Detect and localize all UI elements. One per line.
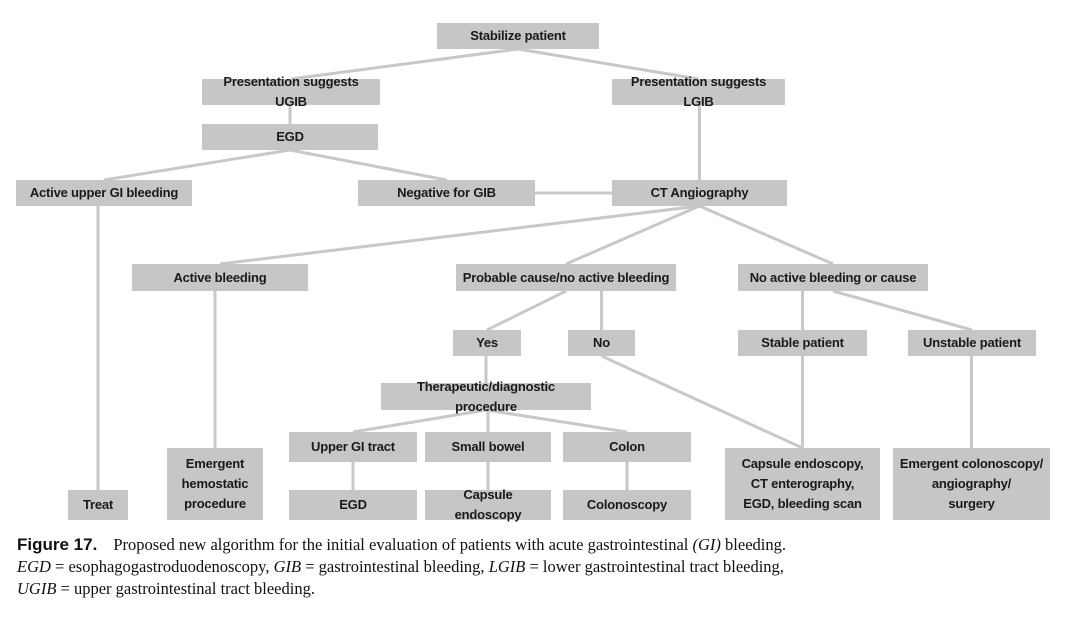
node-colon: Colon <box>563 432 691 462</box>
node-therapeutic-diagnostic-procedure: Therapeutic/diagnostic procedure <box>381 379 591 414</box>
connector-no_active-to-unstable <box>832 289 973 332</box>
connector-egd_top-to-negative <box>289 148 447 182</box>
node-upper-gi-tract: Upper GI tract <box>289 432 417 462</box>
node-colonoscopy: Colonoscopy <box>563 490 691 520</box>
caption-abbr-gib: GIB <box>273 557 302 576</box>
caption-abbr-egd: EGD <box>17 557 51 576</box>
node-treat: Treat <box>68 490 128 520</box>
caption-abbr-gi: (GI) <box>692 535 721 554</box>
node-stable-patient: Stable patient <box>738 330 867 356</box>
connector-therapeutic-to-colon <box>485 408 628 434</box>
connector-stabilize-to-ugib <box>290 47 519 81</box>
node-probable-cause: Probable cause/no active bleeding <box>456 264 676 291</box>
node-ct-angiography: CT Angiography <box>612 180 787 206</box>
node-no: No <box>568 330 635 356</box>
node-capsule-ct-egd-bleeding-scan: Capsule endoscopy, CT enterography, EGD,… <box>725 448 880 520</box>
caption-def-lgib: = lower gastrointestinal tract bleeding, <box>525 557 784 576</box>
caption-abbr-ugib: UGIB <box>17 579 57 598</box>
figure-label: Figure 17. <box>17 535 98 554</box>
caption-text: Proposed new algorithm for the initial e… <box>113 535 693 554</box>
node-emergent-colonoscopy-angiography-surgery: Emergent colonoscopy/ angiography/ surge… <box>893 448 1050 520</box>
flowchart: Stabilize patient Presentation suggests … <box>16 23 1050 522</box>
connector-no-to-capsule_ct <box>600 354 804 450</box>
node-active-bleeding: Active bleeding <box>132 264 308 291</box>
node-small-bowel: Small bowel <box>425 432 551 462</box>
node-egd-bottom: EGD <box>289 490 417 520</box>
node-presentation-lgib: Presentation suggests LGIB <box>612 74 785 109</box>
connector-therapeutic-to-upper_gi <box>352 408 487 434</box>
caption-def-ugib: = upper gastrointestinal tract bleeding. <box>56 579 315 598</box>
node-unstable-patient: Unstable patient <box>908 330 1036 356</box>
connector-stabilize-to-lgib <box>517 47 699 81</box>
caption-abbr-lgib: LGIB <box>488 557 526 576</box>
node-emergent-hemostatic-procedure: Emergent hemostatic procedure <box>167 448 263 520</box>
node-capsule-endoscopy: Capsule endoscopy <box>425 487 551 522</box>
connector-ct_angio-to-probable_cause <box>565 204 701 266</box>
node-yes: Yes <box>453 330 521 356</box>
figure-caption: Figure 17. Proposed new algorithm for the… <box>17 534 1057 600</box>
caption-def-egd: = esophagogastroduodenoscopy, <box>50 557 274 576</box>
connector-ct_angio-to-no_active <box>698 204 834 266</box>
node-negative-for-gib: Negative for GIB <box>358 180 535 206</box>
connector-egd_top-to-active_upper <box>103 148 291 182</box>
flowchart-connectors <box>96 47 973 490</box>
connector-probable_cause-to-yes <box>486 289 567 332</box>
connector-ct_angio-to-active_bleeding <box>219 204 700 266</box>
node-presentation-ugib: Presentation suggests UGIB <box>202 74 380 109</box>
node-no-active-bleeding: No active bleeding or cause <box>738 264 928 291</box>
caption-text-end: bleeding. <box>720 535 786 554</box>
caption-def-gib: = gastrointestinal bleeding, <box>301 557 489 576</box>
node-stabilize-patient: Stabilize patient <box>437 23 599 49</box>
node-active-upper-gi-bleeding: Active upper GI bleeding <box>16 180 192 206</box>
node-egd: EGD <box>202 124 378 150</box>
